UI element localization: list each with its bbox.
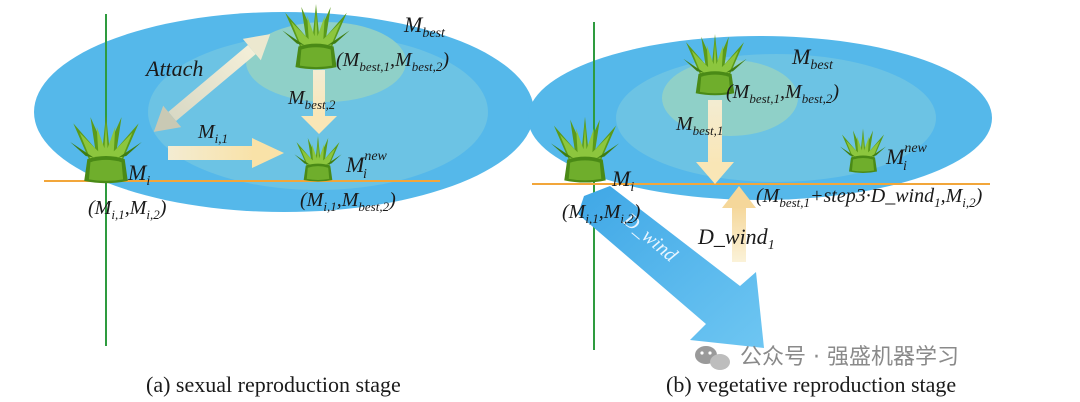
caption-b: (b) vegetative reproduction stage: [666, 372, 956, 397]
panel-b: D_wind Mbest (Mbest,1,Mbest,2) Mbest,1 M…: [528, 22, 992, 397]
formula-b: (Mbest,1+step3·D_wind1,Mi,2): [756, 185, 983, 210]
new-label-a: Mnew: [345, 149, 388, 177]
attach-label: Attach: [144, 56, 203, 81]
mi-coords-a: (Mi,1,Mi,2): [88, 197, 167, 222]
best-coords-a: (Mbest,1,Mbest,2): [336, 49, 449, 74]
arrow-best1-label: Mbest,1: [675, 113, 723, 138]
arrow-best2: [301, 70, 337, 134]
new-label-b: Mnew: [885, 141, 928, 169]
panel-a: Attach Mbest (Mbest,1,Mbest,2) Mbest,2 M…: [34, 4, 534, 397]
new-coords-a: (Mi,1,Mbest,2): [300, 189, 396, 214]
attach-arrow: [153, 34, 271, 132]
arrow-best2-label: Mbest,2: [287, 87, 336, 112]
mi-coords-b: (Mi,1,Mi,2): [562, 201, 641, 226]
new-label-a-sub: i: [363, 167, 367, 182]
dwind1-label: D_wind1: [697, 224, 775, 253]
arrow-i1: [168, 138, 284, 168]
best-label-a: Mbest: [403, 12, 446, 41]
mi-label-a: Mi: [127, 160, 150, 189]
watermark-text: 公众号 · 强盛机器学习: [740, 345, 959, 370]
best-label-b: Mbest: [791, 44, 834, 73]
arrow-i1-label: Mi,1: [197, 121, 228, 146]
arrow-dwind1: [722, 186, 756, 262]
best-region-b: [662, 60, 798, 136]
watermark: 公众号 · 强盛机器学习: [695, 345, 959, 370]
new-label-b-sub: i: [903, 159, 907, 174]
caption-a: (a) sexual reproduction stage: [146, 372, 401, 397]
best-coords-b: (Mbest,1,Mbest,2): [726, 81, 839, 106]
wechat-icon: [695, 346, 730, 370]
mi-label-b: Mi: [611, 166, 634, 195]
arrow-best1: [696, 100, 734, 184]
